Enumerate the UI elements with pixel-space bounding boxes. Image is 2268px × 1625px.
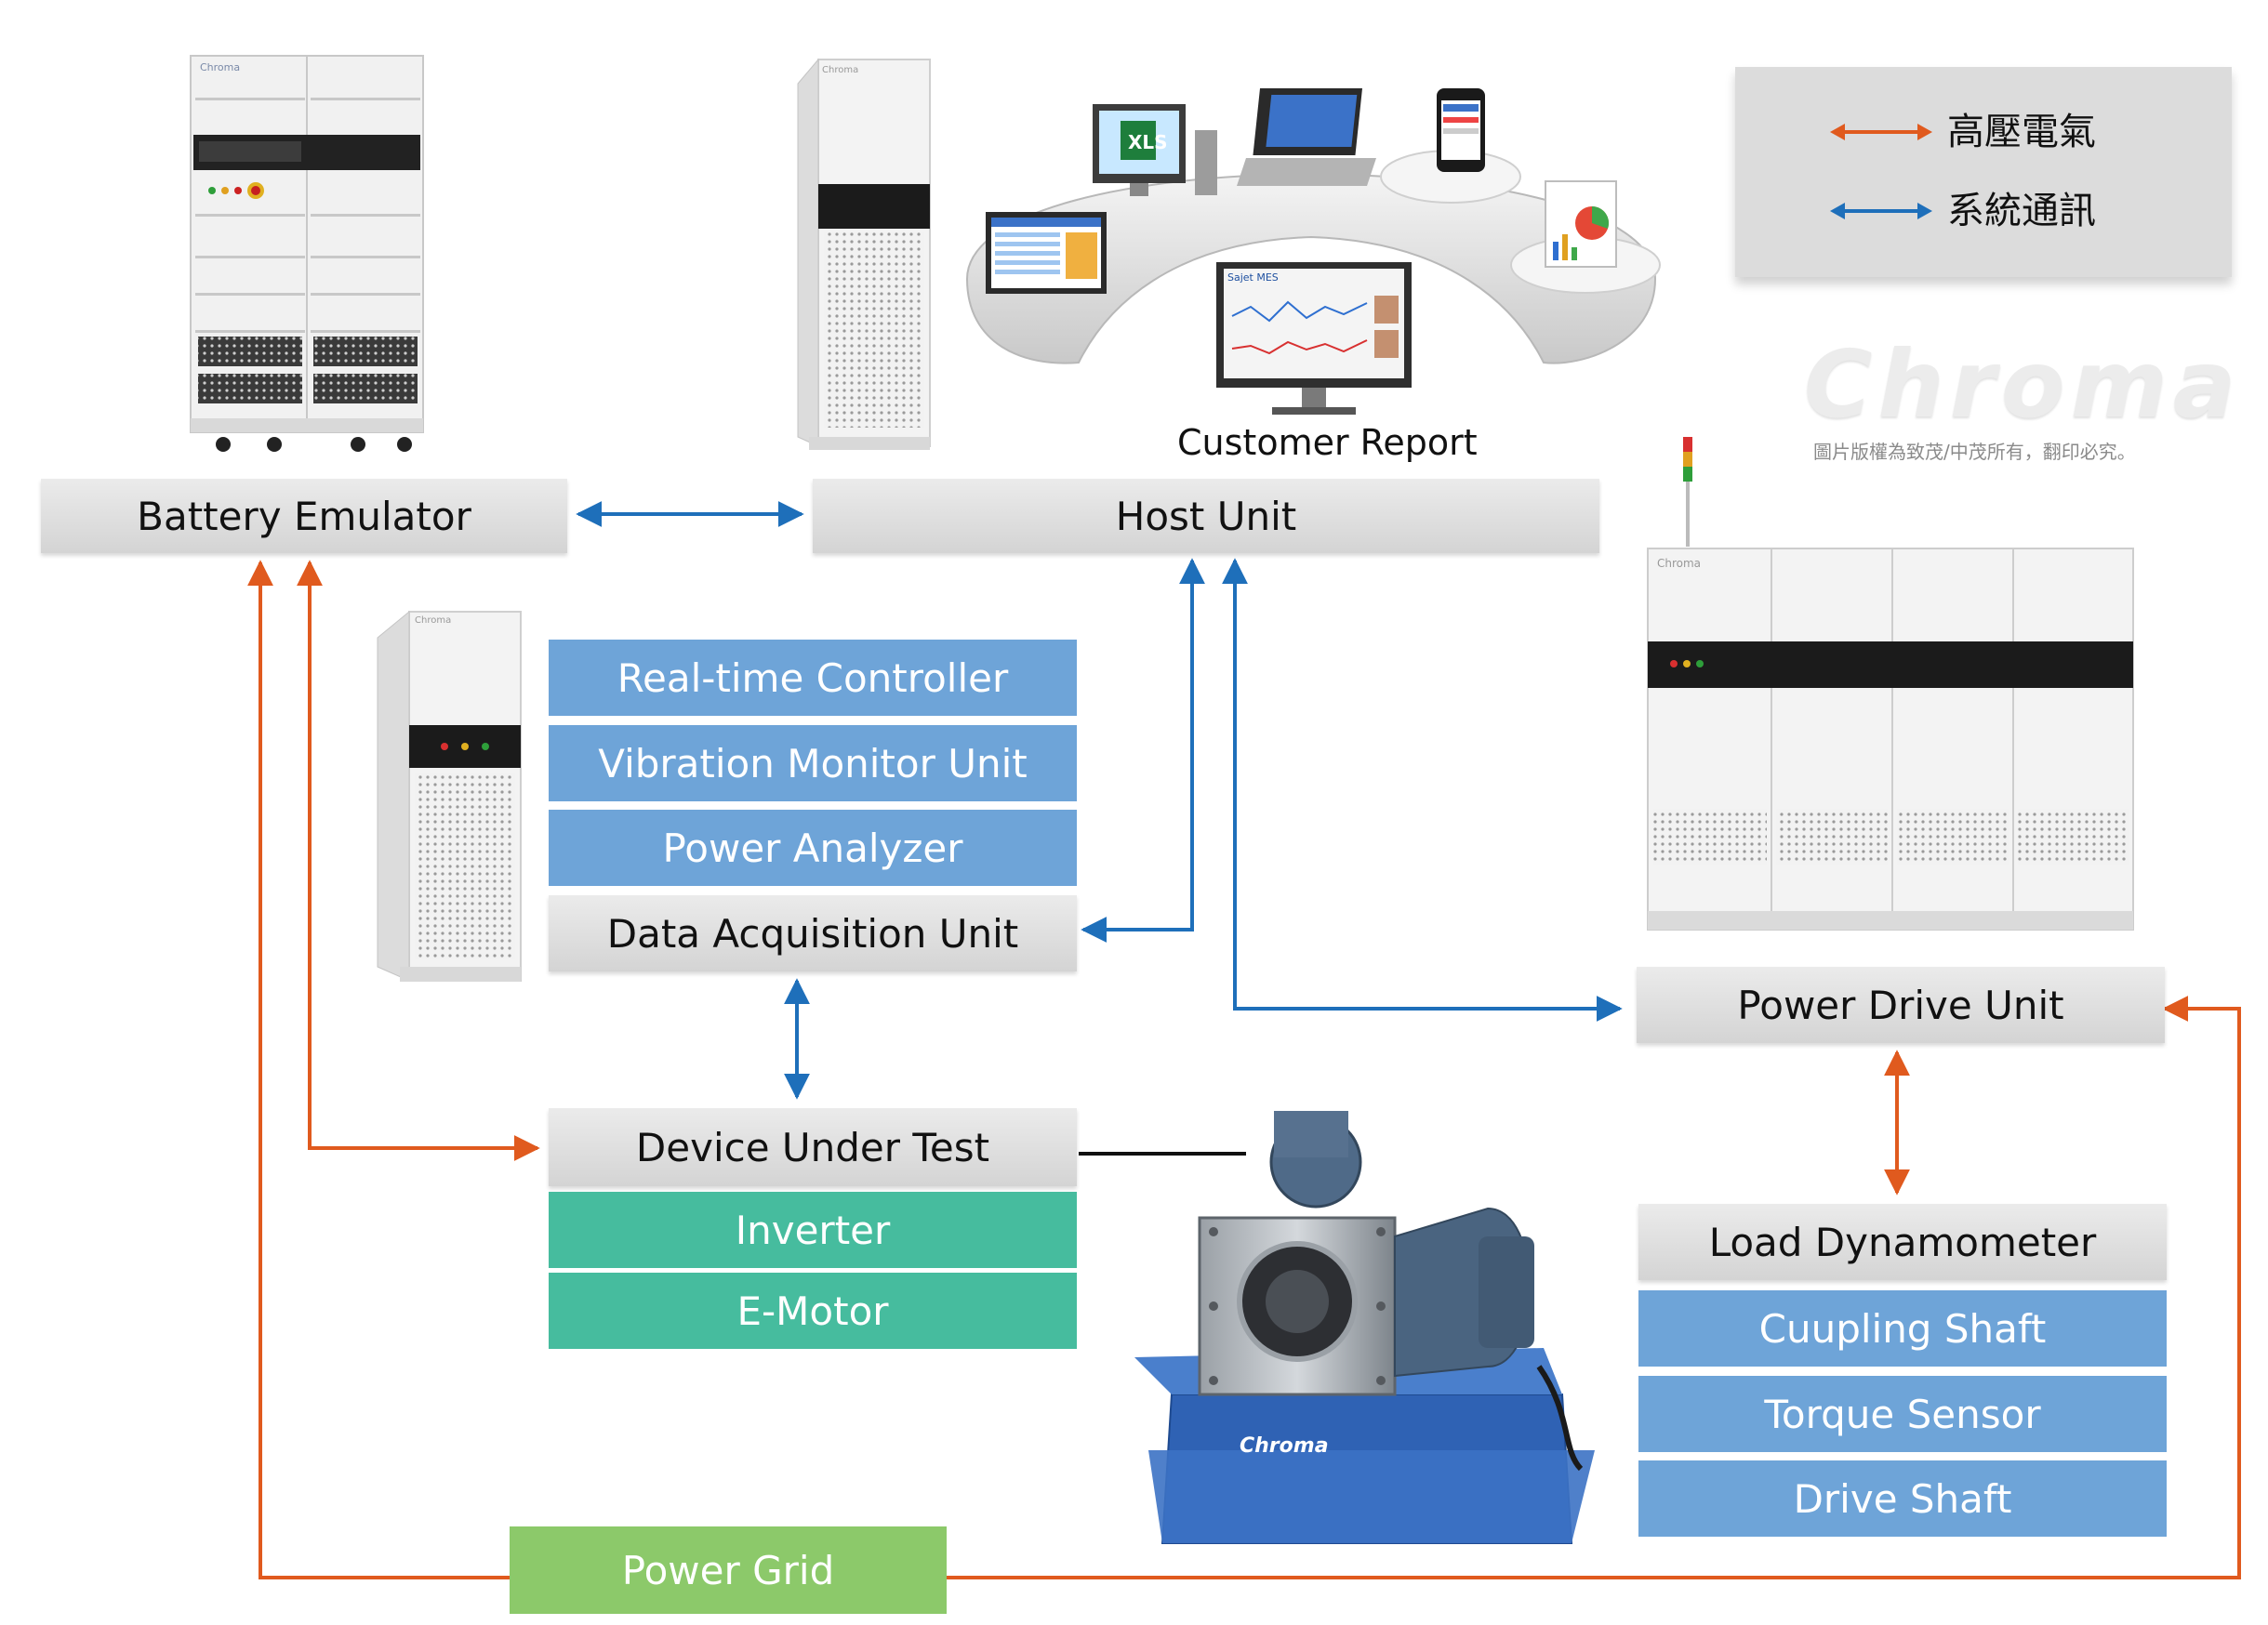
dyno-brand: Chroma (1240, 1434, 1329, 1458)
chroma-logo: Chroma (1804, 330, 2242, 439)
customer-report-platform: XLS Sajet MES (965, 88, 1661, 415)
device-under-test-box: Device Under Test (549, 1108, 1077, 1186)
legend-comm-label: 系統通訊 (1947, 190, 2096, 232)
vibration-monitor-box: Vibration Monitor Unit (549, 725, 1077, 801)
copyright-notice: 圖片版權為致茂/中茂所有，翻印必究。 (1813, 441, 2136, 463)
battery-dut-link (297, 560, 540, 1161)
mes-app-title: Sajet MES (1227, 271, 1279, 284)
pdu-brand: Chroma (1657, 557, 1701, 570)
emotor-box: E-Motor (549, 1273, 1077, 1349)
host-rack-brand: Chroma (822, 65, 858, 75)
host-daq-link (1081, 558, 1205, 943)
battery-emulator-cabinet: Chroma (190, 55, 424, 452)
customer-report-caption: Customer Report (1177, 422, 1478, 463)
dynamometer-machine: Chroma (1134, 1111, 1595, 1544)
realtime-controller-box: Real-time Controller (549, 640, 1077, 716)
load-dynamometer-box: Load Dynamometer (1638, 1204, 2167, 1280)
grid-pdu-link (942, 996, 2241, 1579)
battery-emulator-box: Battery Emulator (41, 479, 567, 553)
grid-battery-link (259, 562, 510, 1579)
torque-sensor-box: Torque Sensor (1638, 1376, 2167, 1452)
drive-shaft-box: Drive Shaft (1638, 1460, 2167, 1537)
host-unit-box: Host Unit (813, 479, 1599, 553)
power-analyzer-box: Power Analyzer (549, 810, 1077, 886)
power-arrow-icon (1830, 124, 1932, 140)
power-grid-box: Power Grid (510, 1526, 947, 1614)
legend-comm-row: 系統通訊 (1735, 183, 2232, 239)
coupling-shaft-box: Cuupling Shaft (1638, 1290, 2167, 1367)
host-pdu-link (1222, 558, 1623, 1022)
comm-arrow-icon (1830, 203, 1932, 219)
inverter-box: Inverter (549, 1192, 1077, 1268)
legend: 高壓電氣 系統通訊 (1735, 67, 2232, 277)
data-acquisition-box: Data Acquisition Unit (549, 895, 1077, 971)
legend-power-row: 高壓電氣 (1735, 104, 2232, 160)
host-unit-tower: Chroma (797, 58, 931, 450)
battery-rack-brand: Chroma (200, 61, 240, 73)
power-drive-cabinet: Chroma (1647, 437, 2134, 931)
excel-label: XLS (1128, 131, 1168, 153)
power-drive-unit-box: Power Drive Unit (1637, 967, 2165, 1043)
legend-power-label: 高壓電氣 (1947, 111, 2096, 153)
